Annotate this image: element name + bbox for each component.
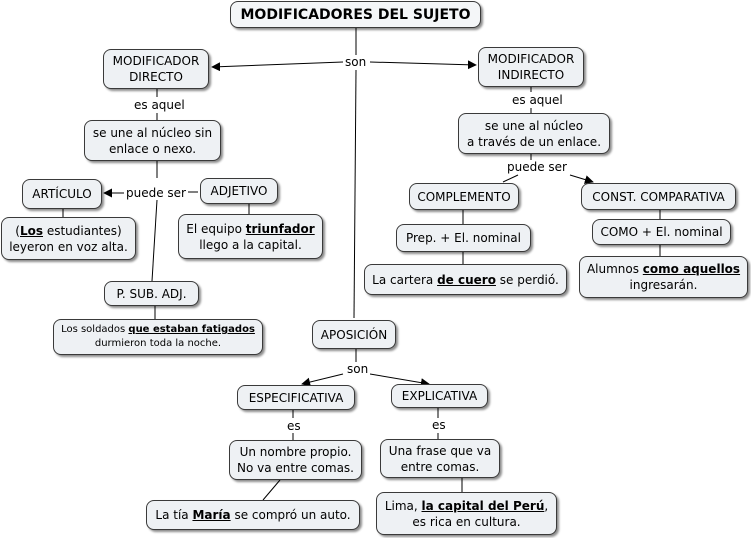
psubadj-example-line2: durmieron toda la noche. (94, 338, 222, 349)
link-label-son: son (343, 55, 369, 69)
link-label-son-aposicion: son (345, 362, 371, 376)
directo-definition-line2: enlace o nexo. (108, 141, 197, 156)
complemento-label: COMPLEMENTO (417, 189, 511, 204)
indirecto-label-line1: MODIFICADOR (487, 52, 575, 66)
psubadj-node: P. SUB. ADJ. (104, 281, 199, 306)
comparativa-formula-node: COMO + El. nominal (592, 219, 731, 245)
explicativa-node: EXPLICATIVA (391, 384, 488, 408)
explicativa-example-post: , (544, 498, 549, 513)
especificativa-example-pre: La tía (155, 508, 193, 522)
articulo-node: ARTÍCULO (22, 179, 102, 209)
link-label-puede-ser-left: puede ser (124, 186, 188, 200)
articulo-example-node: (Los estudiantes) leyeron en voz alta. (1, 217, 136, 260)
comparativa-node: CONST. COMPARATIVA (581, 183, 736, 210)
especificativa-def-line2: No va entre comas. (236, 461, 354, 475)
directo-label-line1: MODIFICADOR (112, 54, 200, 68)
especificativa-example-post: se compró un auto. (230, 508, 351, 522)
complemento-node: COMPLEMENTO (409, 183, 519, 210)
articulo-example-pre: ( (15, 223, 20, 238)
title-node: MODIFICADORES DEL SUJETO (230, 1, 481, 28)
directo-label-line2: DIRECTO (129, 70, 183, 84)
explicativa-def-line1: Una frase que va (388, 443, 492, 458)
modificador-directo-node: MODIFICADOR DIRECTO (103, 49, 209, 89)
indirecto-definition-line2: a través de un enlace. (466, 134, 602, 149)
title-text: MODIFICADORES DEL SUJETO (240, 6, 471, 23)
explicativa-example-emphasis: la capital del Perú (421, 498, 545, 513)
comparativa-formula: COMO + El. nominal (600, 225, 723, 239)
directo-definition-node: se une al núcleo sin enlace o nexo. (84, 120, 221, 161)
articulo-label: ARTÍCULO (32, 187, 92, 201)
indirecto-definition-line1: se une al núcleo (484, 118, 584, 133)
comparativa-example-pre: Alumnos (586, 262, 643, 276)
link-label-es-aquel-left: es aquel (132, 98, 187, 112)
explicativa-example-node: Lima, la capital del Perú, es rica en cu… (376, 492, 557, 535)
especificativa-definition-node: Un nombre propio. No va entre comas. (229, 440, 362, 480)
psubadj-label: P. SUB. ADJ. (116, 286, 187, 301)
link-label-es-aquel-right: es aquel (510, 93, 565, 107)
comparativa-example-line2: ingresarán. (629, 278, 698, 292)
adjetivo-example-line2: llego a la capital. (199, 237, 302, 252)
explicativa-def-line2: entre comas. (400, 459, 480, 474)
comparativa-example-node: Alumnos como aquellos ingresarán. (579, 256, 748, 298)
link-label-es-especificativa: es (285, 419, 303, 433)
complemento-example-pre: La cartera (372, 272, 438, 287)
explicativa-label: EXPLICATIVA (401, 389, 478, 403)
complemento-example-node: La cartera de cuero se perdió. (364, 264, 567, 295)
especificativa-label: ESPECIFICATIVA (248, 390, 344, 405)
adjetivo-example-emphasis: triunfador (245, 221, 315, 236)
complemento-formula-node: Prep. + El. nominal (396, 224, 531, 252)
explicativa-example-pre: Lima, (384, 498, 422, 513)
modificador-indirecto-node: MODIFICADOR INDIRECTO (478, 47, 584, 87)
complemento-formula: Prep. + El. nominal (405, 231, 521, 245)
complemento-example-post: se perdió. (495, 272, 559, 287)
complemento-example-emphasis: de cuero (437, 272, 496, 287)
psubadj-example-emphasis: que estaban fatigados (128, 324, 255, 335)
especificativa-example-node: La tía María se compró un auto. (146, 500, 360, 530)
adjetivo-example-node: El equipo triunfador llego a la capital. (178, 214, 323, 259)
articulo-example-line2: leyeron en voz alta. (9, 239, 128, 254)
directo-definition-line1: se une al núcleo sin (92, 125, 213, 140)
especificativa-example-emphasis: María (192, 508, 231, 522)
adjetivo-label: ADJETIVO (210, 184, 268, 198)
aposicion-label: APOSICIÓN (320, 327, 388, 342)
especificativa-node: ESPECIFICATIVA (237, 385, 355, 410)
explicativa-example-line2: es rica en cultura. (412, 514, 521, 529)
psubadj-example-pre: Los soldados (61, 324, 129, 335)
explicativa-definition-node: Una frase que va entre comas. (380, 439, 500, 478)
indirecto-definition-node: se une al núcleo a través de un enlace. (458, 113, 610, 154)
comparativa-label: CONST. COMPARATIVA (592, 189, 725, 204)
articulo-example-emphasis: Los (19, 223, 44, 238)
articulo-example-post: estudiantes) (43, 223, 122, 238)
aposicion-node: APOSICIÓN (312, 320, 396, 349)
adjetivo-node: ADJETIVO (200, 178, 278, 204)
link-label-es-explicativa: es (430, 418, 448, 432)
psubadj-example-node: Los soldados que estaban fatigados durmi… (53, 319, 263, 355)
especificativa-def-line1: Un nombre propio. (239, 445, 352, 459)
adjetivo-example-pre: El equipo (186, 221, 246, 236)
indirecto-label-line2: INDIRECTO (497, 68, 565, 82)
comparativa-example-emphasis: como aquellos (642, 262, 741, 276)
link-label-puede-ser-right: puede ser (505, 160, 569, 174)
